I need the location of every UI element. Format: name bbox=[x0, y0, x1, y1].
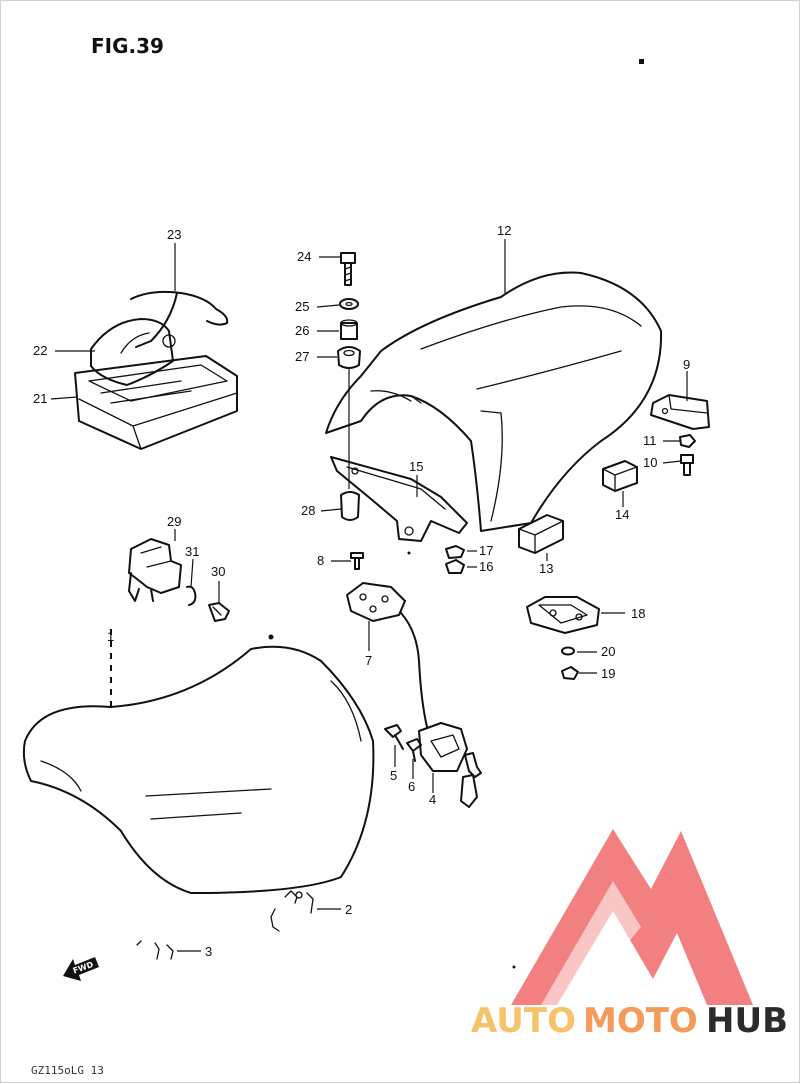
part-fasteners-2-3 bbox=[136, 890, 314, 960]
callout-4: 4 bbox=[429, 792, 436, 807]
callout-8: 8 bbox=[317, 553, 324, 568]
callout-31: 31 bbox=[185, 544, 199, 559]
callout-28: 28 bbox=[301, 503, 315, 518]
watermark-hub: HUB bbox=[706, 1001, 788, 1041]
part-bracket bbox=[330, 456, 468, 555]
drawing-code: GZ115oLG 13 bbox=[31, 1064, 104, 1077]
callout-24: 24 bbox=[297, 249, 311, 264]
speck bbox=[639, 59, 644, 64]
callout-29: 29 bbox=[167, 514, 181, 529]
callout-9: 9 bbox=[683, 357, 690, 372]
callout-6: 6 bbox=[408, 779, 415, 794]
callout-15: 15 bbox=[409, 459, 423, 474]
part-block-13 bbox=[518, 514, 564, 554]
part-screw-8 bbox=[350, 552, 364, 570]
logo-icon bbox=[511, 829, 753, 1005]
callout-13: 13 bbox=[539, 561, 553, 576]
callout-1: 1 bbox=[107, 629, 114, 644]
leader-lines bbox=[50, 239, 688, 952]
callout-25: 25 bbox=[295, 299, 309, 314]
callout-30: 30 bbox=[211, 564, 225, 579]
callout-5: 5 bbox=[390, 768, 397, 783]
callout-12: 12 bbox=[497, 223, 511, 238]
watermark-text: AUTO MOTO HUB bbox=[471, 1001, 788, 1041]
callout-16: 16 bbox=[479, 559, 493, 574]
callout-18: 18 bbox=[631, 606, 645, 621]
callout-14: 14 bbox=[615, 507, 629, 522]
figure-title: FIG.39 bbox=[91, 34, 164, 58]
part-hinge-9-10-11 bbox=[650, 394, 710, 476]
callout-19: 19 bbox=[601, 666, 615, 681]
callout-17: 17 bbox=[479, 543, 493, 558]
part-helmet-lock bbox=[128, 538, 230, 622]
callout-26: 26 bbox=[295, 323, 309, 338]
part-tray-assembly bbox=[74, 290, 238, 450]
part-nuts-16-17 bbox=[445, 545, 465, 574]
watermark-moto: MOTO bbox=[583, 1001, 698, 1041]
callout-labels: 1 2 3 4 5 6 7 8 9 10 11 12 13 14 15 16 1… bbox=[33, 223, 690, 959]
callout-2: 2 bbox=[345, 902, 352, 917]
part-block-14 bbox=[602, 460, 638, 492]
callout-11: 11 bbox=[643, 433, 657, 448]
part-front-seat bbox=[22, 629, 375, 894]
callout-3: 3 bbox=[205, 944, 212, 959]
watermark-auto: AUTO bbox=[471, 1001, 576, 1041]
part-plate-18-19-20 bbox=[526, 596, 600, 680]
callout-10: 10 bbox=[643, 455, 657, 470]
callout-27: 27 bbox=[295, 349, 309, 364]
callout-22: 22 bbox=[33, 343, 47, 358]
callout-23: 23 bbox=[167, 227, 181, 242]
part-lock-assembly bbox=[346, 582, 482, 808]
callout-20: 20 bbox=[601, 644, 615, 659]
callout-21: 21 bbox=[33, 391, 47, 406]
watermark-logo bbox=[511, 829, 753, 1005]
fwd-arrow-icon: FWD bbox=[63, 957, 99, 981]
part-tail-seat bbox=[325, 271, 663, 532]
callout-7: 7 bbox=[365, 653, 372, 668]
